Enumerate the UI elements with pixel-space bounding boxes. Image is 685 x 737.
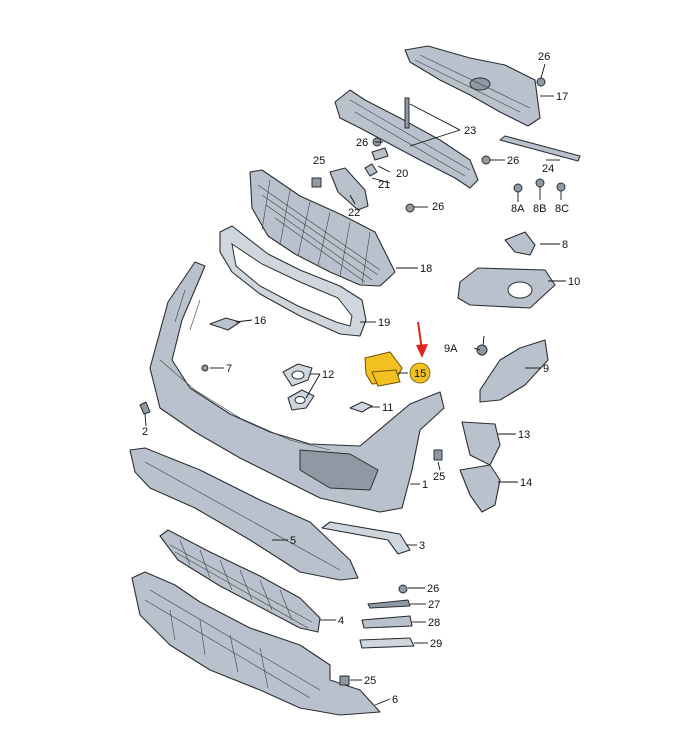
callout-17: 17 <box>556 91 568 103</box>
callout-29: 29 <box>430 638 442 650</box>
part-10-bracket <box>457 267 556 309</box>
callout-6: 6 <box>392 694 398 706</box>
callout-12: 12 <box>322 369 334 381</box>
callout-8c: 8C <box>555 203 569 215</box>
part-25-clip <box>433 449 443 461</box>
callout-18: 18 <box>420 263 432 275</box>
part-8-bracket <box>504 231 536 256</box>
callout-26: 26 <box>432 201 444 213</box>
part-2-clip <box>139 401 151 415</box>
part-19-grille-frame <box>219 225 367 337</box>
part-8abc-screws <box>513 178 566 200</box>
part-11-cap <box>349 401 373 413</box>
part-5-spoiler <box>129 447 359 581</box>
red-arrow-indicator <box>416 321 428 358</box>
callout-8b: 8B <box>533 203 546 215</box>
callout-8: 8 <box>562 239 568 251</box>
callout-labels: 26 17 23 26 26 25 20 21 22 26 24 8A 8B 8… <box>142 51 580 706</box>
callout-4: 4 <box>338 615 344 627</box>
part-9a-bolt <box>476 335 488 357</box>
callout-13: 13 <box>518 429 530 441</box>
part-7-clip <box>201 364 209 372</box>
part-23-bracket-carrier <box>334 89 479 189</box>
callout-26: 26 <box>538 51 550 63</box>
part-18-grille <box>249 169 396 287</box>
callout-15-badge <box>409 362 431 384</box>
part-1-bumper-cover <box>149 261 445 513</box>
part-9-bracket <box>479 339 549 403</box>
callout-1: 1 <box>422 479 428 491</box>
part-20-22-brackets <box>311 147 389 211</box>
callout-16: 16 <box>254 315 266 327</box>
callout-25: 25 <box>313 155 325 167</box>
part-6-underbody-panel <box>131 571 381 716</box>
callout-24: 24 <box>542 163 554 175</box>
callout-9a: 9A <box>444 343 458 355</box>
part-3-strip <box>321 521 411 555</box>
callout-22: 22 <box>348 207 360 219</box>
callout-8a: 8A <box>511 203 525 215</box>
callout-26: 26 <box>427 583 439 595</box>
part-13-bracket <box>461 421 501 466</box>
callout-19: 19 <box>378 317 390 329</box>
part-24-strip <box>499 135 581 162</box>
callout-15: 15 <box>414 368 426 380</box>
callout-5: 5 <box>290 535 296 547</box>
callout-10: 10 <box>568 276 580 288</box>
callout-21: 21 <box>378 179 390 191</box>
callout-26: 26 <box>507 155 519 167</box>
part-4-mesh-grille <box>159 529 321 633</box>
callout-23: 23 <box>464 125 476 137</box>
part-25-bottom-clip <box>339 675 350 686</box>
callout-20: 20 <box>396 168 408 180</box>
callout-25: 25 <box>433 471 445 483</box>
callout-9: 9 <box>543 363 549 375</box>
callout-7: 7 <box>226 363 232 375</box>
part-14-bracket <box>459 464 501 513</box>
callout-26: 26 <box>356 137 368 149</box>
part-16-cap <box>209 317 241 331</box>
callout-3: 3 <box>419 540 425 552</box>
callout-25: 25 <box>364 675 376 687</box>
part-15-highlighted <box>364 351 403 387</box>
callout-28: 28 <box>428 617 440 629</box>
part-12-covers <box>282 363 315 411</box>
leader-lines <box>144 63 566 706</box>
part-17-upper-cover <box>404 45 541 127</box>
parts-27-29-strips <box>359 599 415 649</box>
callout-27: 27 <box>428 599 440 611</box>
callout-11: 11 <box>382 402 393 414</box>
callout-2: 2 <box>142 426 148 438</box>
callout-14: 14 <box>520 477 532 489</box>
